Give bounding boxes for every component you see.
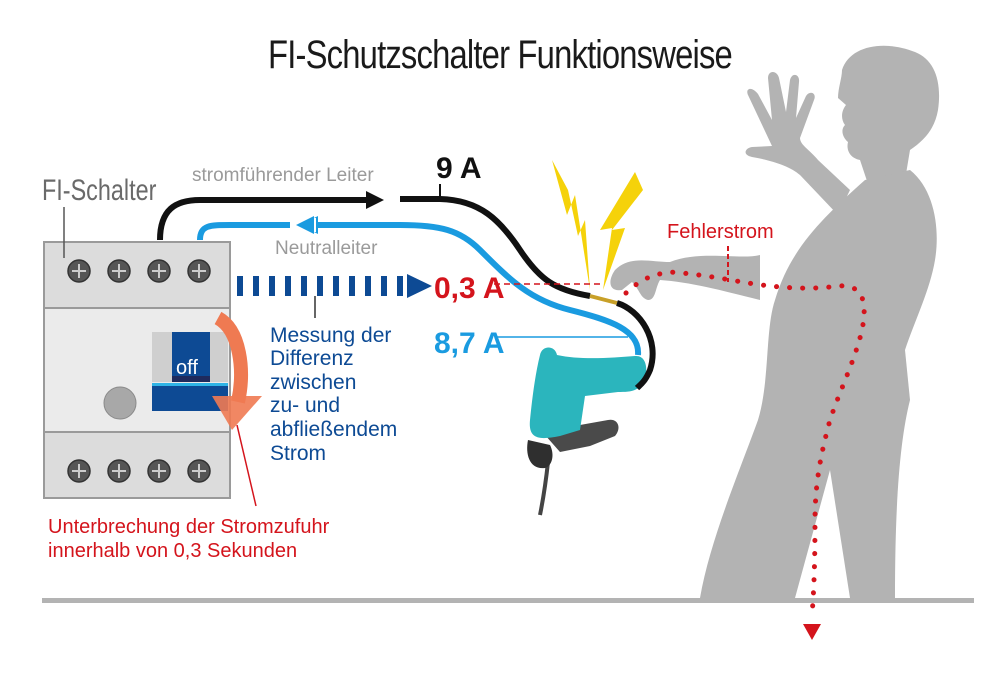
measurement-arrowhead [407,274,432,298]
svg-text:Differenz: Differenz [270,347,354,370]
rcd-device [43,241,231,499]
exposed-wire [589,294,618,305]
neutral-current-value: 8,7 A [434,327,505,360]
test-button [103,386,137,420]
fault-current-path [623,269,867,618]
live-wire-arrowhead [366,191,384,209]
lightning-icon [552,160,643,290]
interruption-leader [236,424,257,507]
interruption-line-2: innerhalb von 0,3 Sekunden [48,540,297,562]
neutral-conductor-label: Neutralleiter [275,238,378,259]
switch-toggle [172,332,210,382]
live-wire-to-drill [615,300,656,391]
fault-current-value: 0,3 A [434,272,505,305]
switch-state-label: off [176,357,198,379]
interruption-line-1: Unterbrechung der Stromzufuhr [48,516,330,538]
svg-text:zwischen: zwischen [270,371,356,394]
trip-arrowhead [212,396,262,430]
live-wire-in [157,197,370,241]
fault-current-label: Fehlerstrom [667,221,774,243]
fault-current-arrowhead [803,624,821,640]
terminal-screw-icons [67,259,211,483]
svg-text:abfließendem: abfließendem [270,418,397,441]
drill-icon [527,347,647,516]
diagram-title: FI-Schutzschalter Funktionsweise [268,32,732,77]
svg-text:zu- und: zu- und [270,394,340,417]
person-silhouette [610,45,940,598]
svg-text:Strom: Strom [270,442,326,465]
live-wire-out [400,196,591,299]
measurement-text: Messung der Differenz zwischen zu- und a… [270,324,397,465]
trip-arrow [213,311,248,404]
live-conductor-label: stromführender Leiter [192,165,374,186]
device-label: FI-Schalter [42,173,156,206]
ground-line [42,598,974,603]
svg-text:Messung der: Messung der [270,324,391,347]
neutral-wire [197,222,642,356]
live-current-value: 9 A [436,152,482,185]
